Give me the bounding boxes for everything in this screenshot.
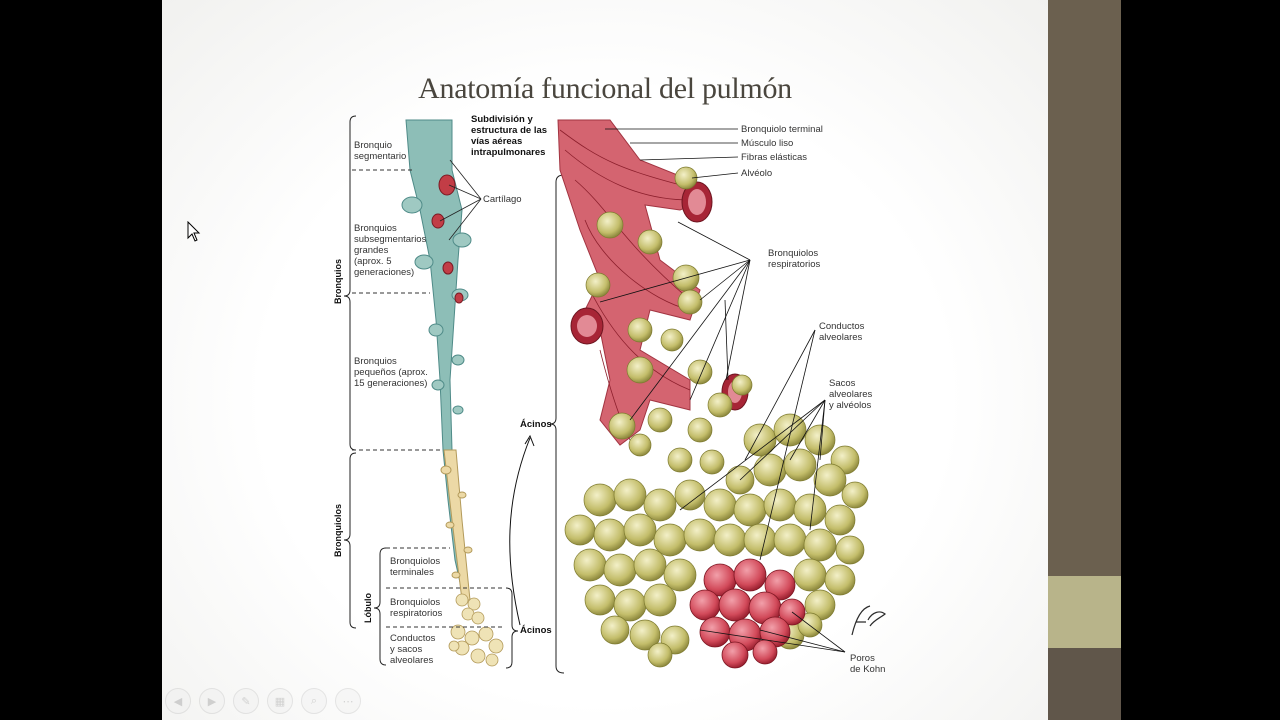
label-bronquiolo-terminal: Bronquiolo terminal <box>741 124 823 135</box>
label-bronquio-segmentario: Bronquio segmentario <box>354 140 407 162</box>
label-musculo-liso: Músculo liso <box>741 138 794 149</box>
decorative-band-light <box>1048 576 1121 648</box>
label-bronquiolos-respiratorios-right: Bronquiolos respiratorios <box>768 248 821 270</box>
slideshow-toolbar: ◀ ▶ ✎ ▦ ⌕ ⋯ <box>165 688 361 718</box>
slides-icon[interactable]: ▦ <box>267 688 293 714</box>
decorative-band-bottom <box>1048 648 1121 720</box>
label-alveolo: Alvéolo <box>741 168 773 179</box>
right-leader-lines <box>599 128 846 653</box>
bronchial-tree <box>401 119 504 667</box>
subdivision-heading: Subdivisión y estructura de las vías aér… <box>471 114 548 158</box>
netter-signature <box>851 605 886 636</box>
label-fibras-elasticas: Fibras elásticas <box>741 152 807 163</box>
pen-icon[interactable]: ✎ <box>233 688 259 714</box>
zoom-icon[interactable]: ⌕ <box>301 688 327 714</box>
acinus-arrowhead <box>524 434 535 447</box>
label-bronquiolos-bracket: Bronquiolos <box>333 504 343 557</box>
forward-icon[interactable]: ▶ <box>199 688 225 714</box>
left-brackets <box>343 115 565 674</box>
label-poros-kohn: Poros de Kohn <box>850 653 886 675</box>
label-conductos-alveolares: Conductos alveolares <box>819 321 865 343</box>
label-acinos-large: Ácinos <box>520 419 552 430</box>
label-cartilago: Cartílago <box>483 194 522 205</box>
more-icon[interactable]: ⋯ <box>335 688 361 714</box>
slide-title: Anatomía funcional del pulmón <box>418 72 792 105</box>
label-sacos-alveolares: Sacos alveolares y alvéolos <box>829 378 873 411</box>
label-lobulo-bracket: Lóbulo <box>363 593 373 623</box>
label-conductos-sacos: Conductos y sacos alveolares <box>390 633 436 666</box>
label-bronquiolos-terminales: Bronquiolos terminales <box>390 556 441 578</box>
label-bronquios-bracket: Bronquios <box>333 259 343 304</box>
mouse-cursor-icon <box>187 221 201 242</box>
label-acinos-small: Ácinos <box>520 625 552 636</box>
label-bronquiolos-respiratorios: Bronquiolos respiratorios <box>390 597 443 619</box>
dashed-separators <box>352 169 505 628</box>
cartilage-leaders <box>439 159 482 241</box>
label-bronquios-subsegmentarios: Bronquios subsegmentarios grandes (aprox… <box>354 223 427 278</box>
label-bronquios-pequenos: Bronquios pequeños (aprox. 15 generacion… <box>354 356 428 389</box>
acinus-detail <box>557 119 869 669</box>
back-icon[interactable]: ◀ <box>165 688 191 714</box>
acinus-arrow <box>509 437 531 626</box>
